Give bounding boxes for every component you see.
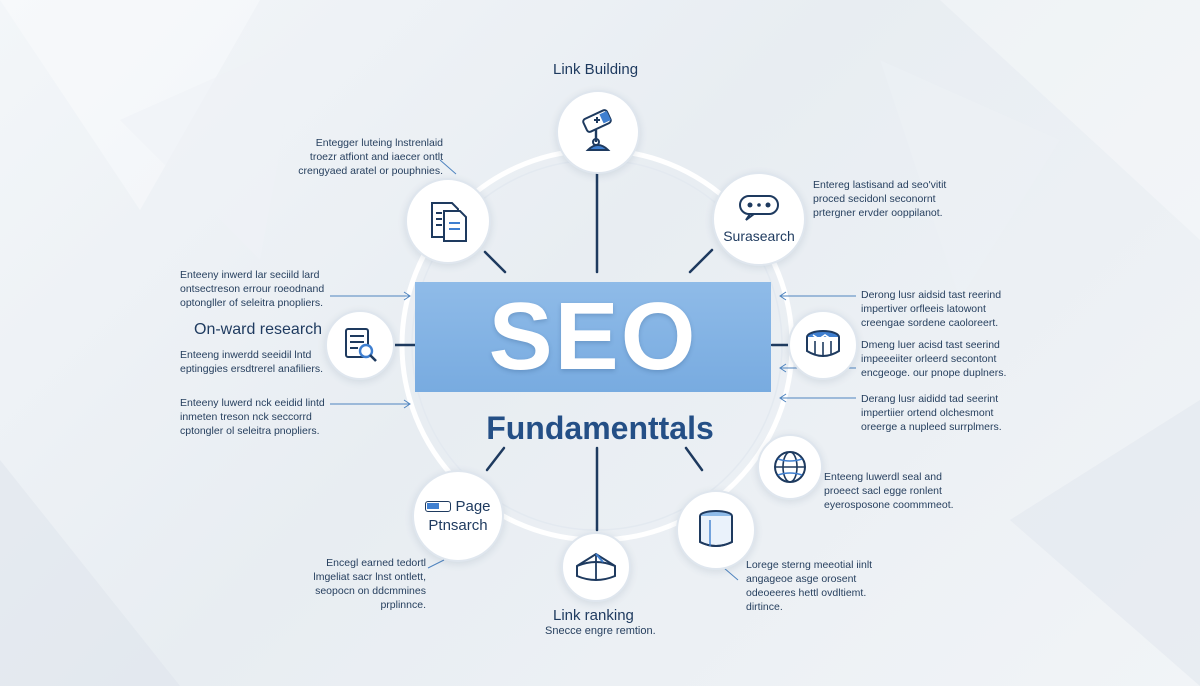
document-icon — [431, 202, 467, 242]
cylinder-icon — [699, 510, 733, 547]
surasearch-label: Surasearch — [723, 228, 795, 244]
chat-bubble-icon — [739, 195, 779, 221]
globe-node — [757, 434, 823, 500]
link-ranking-node — [561, 532, 631, 602]
link-ranking-caption: Snecce engre remtion. — [545, 625, 656, 637]
basket-icon — [806, 330, 840, 357]
document-search-icon — [345, 328, 377, 362]
link-building-node — [556, 90, 640, 174]
document-node — [405, 178, 491, 264]
camera-robot-icon — [582, 109, 612, 151]
seo-banner: SEO — [415, 282, 771, 392]
toggle-pill-icon — [425, 501, 452, 512]
tent-icon — [576, 552, 616, 581]
page-label: Page — [455, 498, 491, 515]
basket-node — [788, 310, 858, 380]
page-title: SEO — [488, 283, 698, 390]
page-subtitle: Fundamenttals — [486, 410, 714, 446]
surasearch-node: Surasearch — [712, 172, 806, 266]
page-ptnsarch-node: Page Ptnsarch — [412, 470, 504, 562]
cylinder-node — [676, 490, 756, 570]
globe-icon — [774, 451, 806, 483]
ptnsarch-label: Ptnsarch — [428, 517, 488, 534]
link-ranking-label: Link ranking — [553, 607, 634, 624]
onward-research-label: On-ward research — [194, 321, 323, 338]
link-building-label: Link Building — [553, 61, 639, 78]
onward-research-node — [325, 310, 395, 380]
